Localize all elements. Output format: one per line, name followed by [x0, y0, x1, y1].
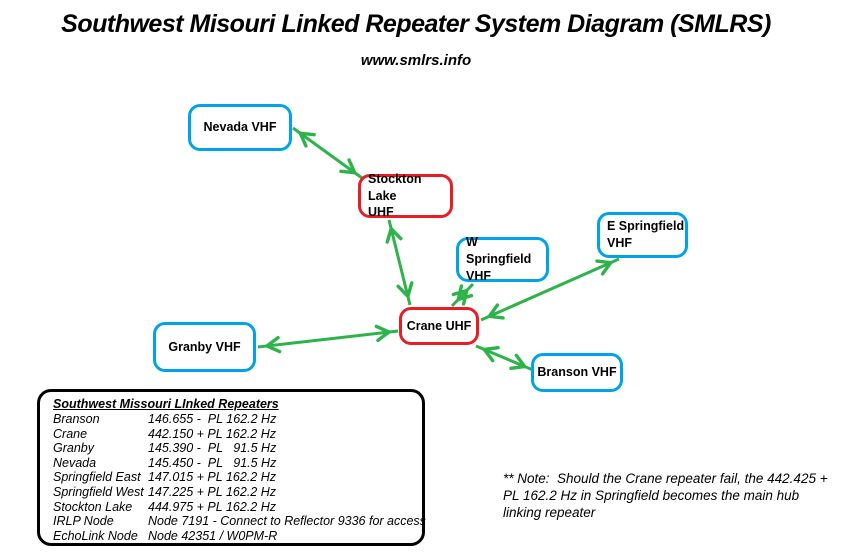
legend-row-branson: Branson 146.655 - PL 162.2 Hz	[53, 412, 422, 427]
node-nevada-vhf: Nevada VHF	[188, 104, 292, 151]
node-stockton-lake-uhf: Stockton Lake UHF	[358, 172, 453, 219]
website-url: www.smlrs.info	[360, 52, 472, 69]
page-title: Southwest Misouri Linked Repeater System…	[61, 10, 771, 38]
legend-name: Springfield West	[53, 484, 144, 499]
node-granby-vhf: Granby VHF	[153, 322, 256, 372]
legend-name: Granby	[53, 441, 94, 456]
legend-value: 145.450 - PL 91.5 Hz	[148, 455, 277, 470]
link-crane-branson	[475, 344, 534, 372]
legend-row-springfield-east: Springfield East 147.015 + PL 162.2 Hz	[53, 470, 422, 485]
legend-name: Stockton Lake	[53, 499, 133, 514]
legend-value: Node 7191 - Connect to Reflector 9336 fo…	[148, 514, 426, 529]
legend-row-springfield-west: Springfield West 147.225 + PL 162.2 Hz	[53, 485, 422, 500]
legend-row-stockton-lake: Stockton Lake 444.975 + PL 162.2 Hz	[53, 500, 422, 515]
link-crane-wspringfield	[450, 282, 475, 308]
legend-value: Node 42351 / W0PM-R	[148, 528, 278, 543]
legend-name: Branson	[53, 412, 100, 426]
legend-value: 147.225 + PL 162.2 Hz	[148, 484, 276, 499]
node-w-springfield-vhf: W Springfield VHF	[456, 235, 549, 283]
legend-row-nevada: Nevada 145.450 - PL 91.5 Hz	[53, 456, 422, 471]
legend-name: Springfield East	[53, 470, 141, 485]
legend-row-crane: Crane 442.150 + PL 162.2 Hz	[53, 427, 422, 442]
legend-row-irlp-node: IRLP Node Node 7191 - Connect to Reflect…	[53, 514, 426, 529]
node-crane-uhf: Crane UHF	[399, 307, 479, 345]
link-nevada-stockton	[292, 126, 363, 180]
node-e-springfield-vhf: E Springfield VHF	[597, 212, 688, 258]
repeater-legend-box: Southwest Missouri LInked Repeaters Bran…	[37, 389, 426, 546]
legend-value: 146.655 - PL 162.2 Hz	[148, 412, 277, 426]
legend-row-granby: Granby 145.390 - PL 91.5 Hz	[53, 441, 422, 456]
legend-value: 147.015 + PL 162.2 Hz	[148, 470, 276, 485]
node-branson-vhf: Branson VHF	[531, 353, 623, 392]
failover-note: ** Note: Should the Crane repeater fail,…	[503, 471, 828, 520]
legend-heading: Southwest Missouri LInked Repeaters	[53, 397, 279, 411]
legend-name: EchoLink Node	[53, 528, 138, 543]
legend-value: 442.150 + PL 162.2 Hz	[148, 426, 276, 441]
legend-name: IRLP Node	[53, 514, 114, 529]
link-stockton-crane	[385, 219, 414, 306]
legend-value: 145.390 - PL 91.5 Hz	[148, 441, 277, 456]
legend-name: Nevada	[53, 455, 97, 470]
legend-name: Crane	[53, 426, 88, 441]
legend-value: 444.975 + PL 162.2 Hz	[148, 499, 276, 514]
legend-row-echolink-node: EchoLink Node Node 42351 / W0PM-R	[53, 529, 422, 544]
link-granby-crane	[257, 324, 399, 354]
